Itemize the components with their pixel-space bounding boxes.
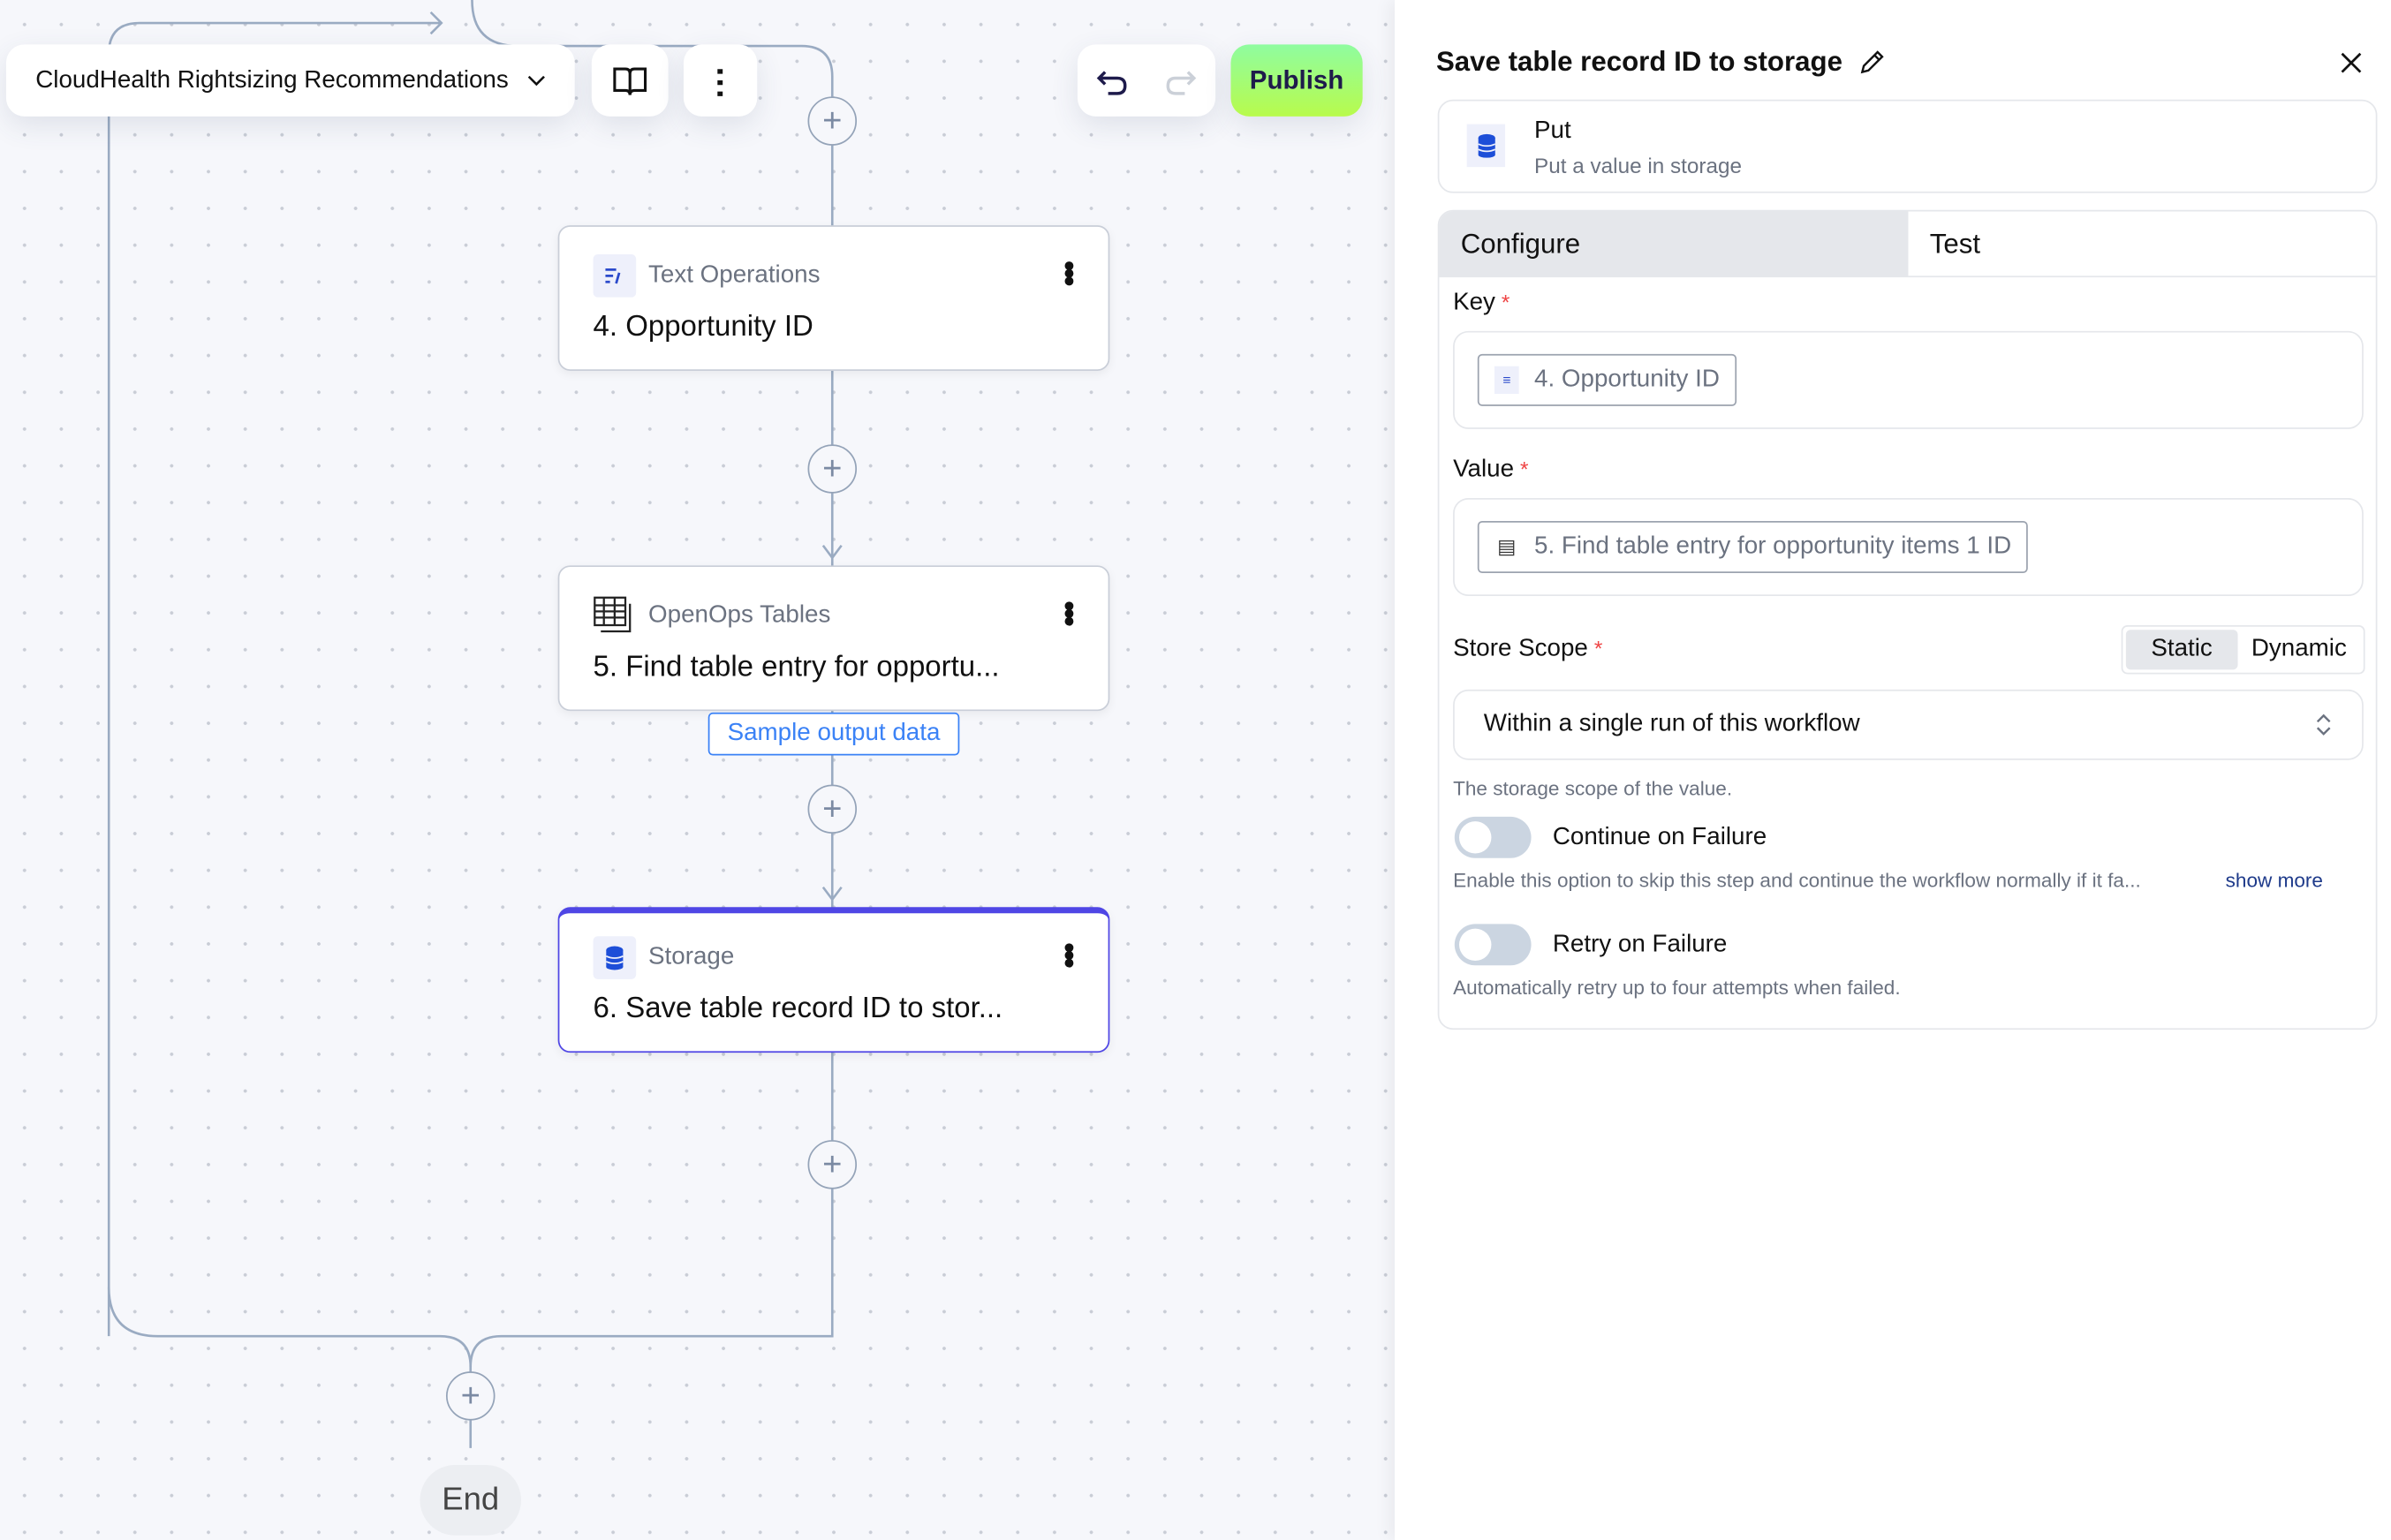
mode-static[interactable]: Static — [2125, 630, 2238, 670]
step-menu-icon[interactable]: ••• — [1051, 942, 1086, 966]
step-app: Storage — [648, 943, 735, 970]
show-more-link[interactable]: show more — [2225, 868, 2323, 892]
key-label: Key — [1453, 289, 1495, 316]
close-icon[interactable] — [2341, 52, 2362, 73]
workflow-canvas[interactable]: CloudHealth Rightsizing Recommendations … — [0, 0, 1396, 1540]
tab-test[interactable]: Test — [1908, 211, 2376, 278]
step-card-openops-tables[interactable]: OpenOps Tables 5. Find table entry for o… — [557, 565, 1110, 712]
key-value: 4. Opportunity ID — [1534, 366, 1720, 393]
text-operations-icon: ≡ — [1494, 366, 1519, 394]
value-chip[interactable]: ▤ 5. Find table entry for opportunity ite… — [1477, 521, 2029, 574]
table-icon: ▤ — [1497, 534, 1517, 558]
undo-icon[interactable] — [1078, 57, 1146, 103]
docs-button[interactable] — [591, 44, 669, 117]
text-operations-icon — [593, 254, 637, 298]
key-value-chip[interactable]: ≡ 4. Opportunity ID — [1477, 353, 1737, 406]
panel-title: Save table record ID to storage — [1435, 46, 1842, 77]
continue-on-failure-label: Continue on Failure — [1552, 824, 1767, 851]
book-open-icon — [613, 66, 647, 94]
store-scope-select[interactable]: Within a single run of this workflow — [1453, 689, 2364, 760]
more-vertical-icon: ⋯ — [701, 65, 741, 95]
step-settings-panel: Save table record ID to storage Put Put … — [1395, 0, 2391, 1540]
config-container: Configure Test Key* ≡4. Opportunity ID V… — [1437, 209, 2378, 1030]
tab-configure[interactable]: Configure — [1439, 211, 1909, 278]
step-title: 5. Find table entry for opportu... — [593, 651, 1000, 683]
add-step-button[interactable]: + — [807, 784, 858, 834]
end-node: End — [420, 1464, 522, 1536]
action-description: Put a value in storage — [1534, 153, 1743, 178]
store-scope-value: Within a single run of this workflow — [1483, 711, 1860, 737]
table-icon — [594, 594, 637, 638]
continue-on-failure-help: Enable this option to skip this step and… — [1453, 868, 2141, 892]
store-scope-label: Store Scope — [1453, 636, 1588, 662]
flow-edges — [107, 0, 843, 1448]
sample-output-badge[interactable]: Sample output data — [707, 712, 960, 756]
add-step-button[interactable]: + — [807, 444, 858, 494]
chevron-up-down-icon — [2316, 713, 2331, 736]
action-name: Put — [1534, 117, 1571, 145]
action-card[interactable]: Put Put a value in storage — [1437, 99, 2378, 193]
flow-name: CloudHealth Rightsizing Recommendations — [35, 66, 509, 93]
value-input[interactable]: ▤ 5. Find table entry for opportunity ite… — [1453, 497, 2364, 597]
mode-dynamic[interactable]: Dynamic — [2251, 636, 2347, 662]
flow-name-dropdown[interactable]: CloudHealth Rightsizing Recommendations — [5, 44, 575, 117]
step-menu-icon[interactable]: ••• — [1051, 600, 1086, 624]
database-icon — [593, 936, 637, 979]
retry-on-failure-label: Retry on Failure — [1552, 932, 1728, 958]
key-input[interactable]: ≡ 4. Opportunity ID — [1453, 330, 2364, 429]
retry-on-failure-toggle[interactable] — [1454, 924, 1532, 966]
step-menu-icon[interactable]: ••• — [1051, 260, 1086, 284]
undo-redo-group — [1077, 44, 1216, 117]
step-app: OpenOps Tables — [648, 601, 831, 629]
scope-mode-toggle: Static Dynamic — [2121, 625, 2365, 675]
value-label: Value — [1453, 457, 1515, 483]
publish-button[interactable]: Publish — [1230, 44, 1363, 117]
continue-on-failure-toggle[interactable] — [1454, 816, 1532, 858]
step-app: Text Operations — [648, 261, 821, 289]
step-card-storage[interactable]: Storage 6. Save table record ID to stor.… — [557, 907, 1110, 1053]
edit-pencil-icon[interactable] — [1858, 49, 1885, 76]
add-step-button[interactable]: + — [807, 1140, 858, 1189]
step-title: 6. Save table record ID to stor... — [593, 993, 1003, 1025]
database-icon — [1466, 124, 1506, 168]
retry-on-failure-help: Automatically retry up to four attempts … — [1453, 976, 1901, 1000]
chevron-down-icon — [527, 74, 545, 86]
add-step-button[interactable]: + — [445, 1371, 496, 1421]
more-options-button[interactable]: ⋯ — [683, 44, 758, 117]
step-card-text-operations[interactable]: Text Operations 4. Opportunity ID ••• — [557, 225, 1110, 371]
step-title: 4. Opportunity ID — [593, 311, 813, 343]
store-scope-help: The storage scope of the value. — [1453, 776, 1733, 800]
redo-icon[interactable] — [1146, 57, 1215, 103]
value-value: 5. Find table entry for opportunity item… — [1534, 532, 2012, 560]
add-step-button[interactable]: + — [807, 96, 858, 146]
